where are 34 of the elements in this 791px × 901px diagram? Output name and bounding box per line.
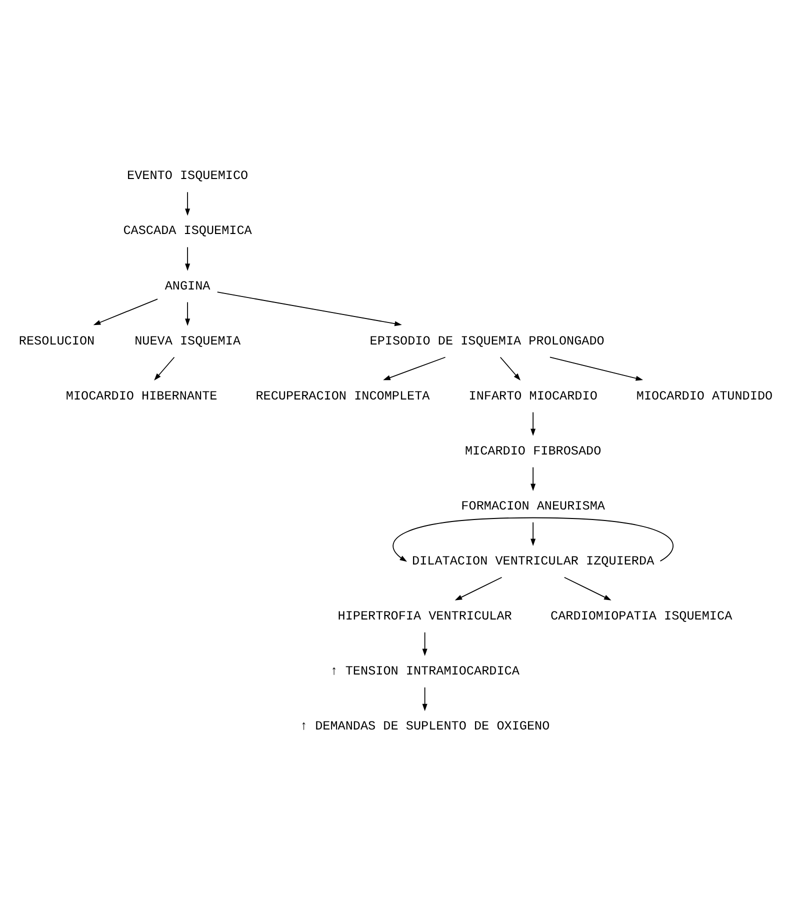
node-text: ↑ TENSION INTRAMIOCARDICA (330, 662, 520, 678)
node-text: NUEVA ISQUEMIA (134, 332, 241, 348)
node-text: MIOCARDIO ATUNDIDO (636, 388, 773, 403)
arrow (422, 686, 428, 711)
arrow (454, 576, 502, 600)
arrow (500, 356, 521, 380)
node-text: INFARTO MIOCARDIO (468, 388, 598, 403)
arrow (154, 356, 175, 380)
node-text: RESOLUCION (18, 332, 95, 348)
arrow (564, 576, 612, 600)
arrow (216, 291, 402, 326)
node-text: EPISODIO DE ISQUEMIA PROLONGADO (370, 332, 604, 348)
node-text: HIPERTROFIA VENTRICULAR (338, 608, 512, 623)
node-text: RECUPERACION INCOMPLETA (256, 388, 430, 403)
arrow (392, 516, 674, 562)
arrow (185, 191, 190, 216)
node-text: ↑ DEMANDAS DE SUPLENTO DE OXIGENO (300, 718, 550, 733)
arrow (93, 298, 158, 325)
node-text: ANGINA (164, 278, 210, 293)
node-text: MICARDIO FIBROSADO (464, 442, 602, 458)
node-text: MIOCARDIO HIBERNANTE (66, 388, 218, 403)
node-text: EVENTO ISQUEMICO (127, 168, 248, 183)
arrow (530, 411, 536, 436)
node-text: CARDIOMIOPATIA ISQUEMICA (550, 608, 732, 623)
node-text: CASCADA ISQUEMICA (123, 222, 252, 238)
arrow (185, 246, 190, 270)
node-text: FORMACION ANEURISMA (461, 498, 605, 513)
arrow (422, 631, 428, 656)
arrow (383, 356, 446, 380)
arrow (530, 466, 536, 490)
node-text: DILATACION VENTRICULAR IZQUIERDA (412, 552, 654, 568)
arrow (530, 521, 536, 546)
arrow (550, 356, 644, 380)
arrow (185, 301, 190, 326)
